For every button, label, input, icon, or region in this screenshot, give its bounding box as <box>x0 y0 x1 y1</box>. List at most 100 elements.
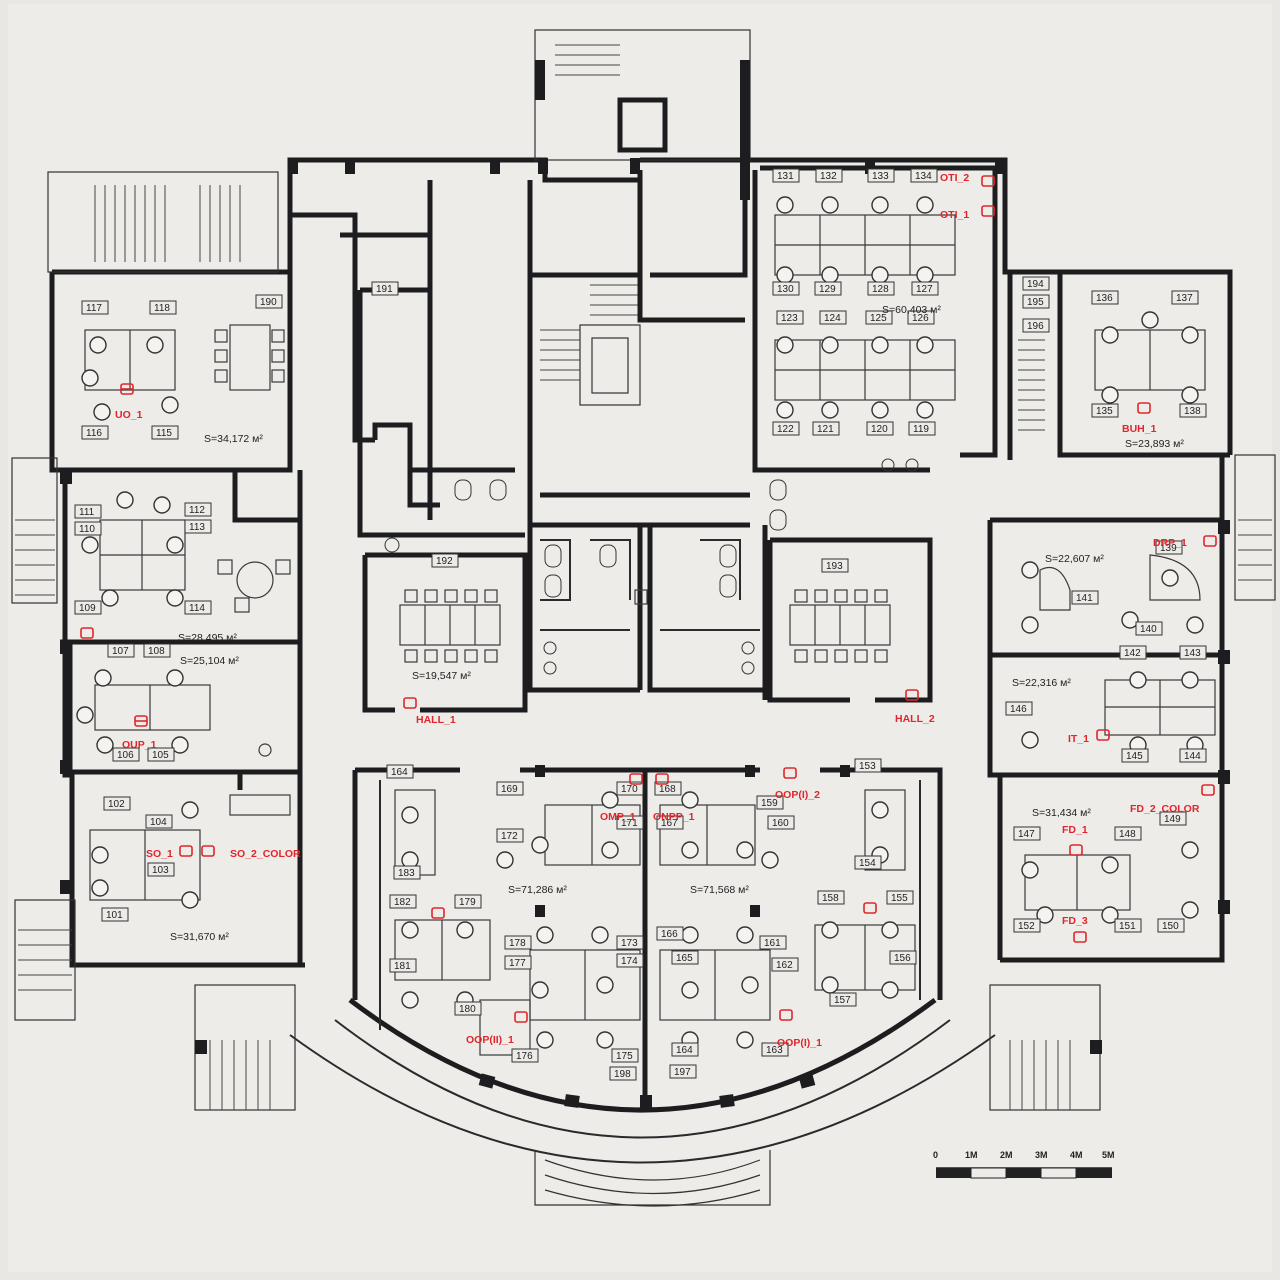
room-tag-frame <box>496 828 524 843</box>
room-number: 152 <box>1018 921 1035 932</box>
room-tag-frame <box>759 935 787 950</box>
room-number: 157 <box>834 995 851 1006</box>
room-tag: 146 <box>1005 701 1033 716</box>
room-tag: 160 <box>767 815 795 830</box>
printer-icon[interactable] <box>431 907 445 919</box>
room-tag: 151 <box>1114 918 1142 933</box>
room-number: 194 <box>1027 279 1044 290</box>
printer-icon[interactable] <box>1201 784 1215 796</box>
room-tag-frame <box>145 814 173 829</box>
room-tag: 150 <box>1157 918 1185 933</box>
room-tag: 101 <box>101 907 129 922</box>
room-tag-frame <box>1022 318 1050 333</box>
room-tag-frame <box>867 168 895 183</box>
printer-icon[interactable] <box>1137 402 1151 414</box>
printer-icon[interactable] <box>1073 931 1087 943</box>
room-number: 193 <box>826 561 843 572</box>
printer-icon[interactable] <box>981 205 995 217</box>
room-tag: 156 <box>889 950 917 965</box>
room-tag-frame <box>1135 621 1163 636</box>
room-tag-frame <box>511 1048 539 1063</box>
room-number: 180 <box>459 1004 476 1015</box>
room-number: 175 <box>616 1051 633 1062</box>
room-number: 150 <box>1162 921 1179 932</box>
room-tag-frame <box>812 421 840 436</box>
room-number: 126 <box>912 313 929 324</box>
printer-icon[interactable] <box>783 767 797 779</box>
room-tag-frame <box>814 281 842 296</box>
room-number: 120 <box>871 424 888 435</box>
room-number: 111 <box>79 507 95 518</box>
printer-icon[interactable] <box>179 845 193 857</box>
room-tag: 116 <box>81 425 109 440</box>
room-tag-frame <box>184 502 212 517</box>
room-tag-frame <box>496 781 524 796</box>
room-number: 171 <box>621 818 638 829</box>
printer-markers: UO_1 OUP_1 SO_1 SO_2_COLOR HALL_1 HALL_2… <box>80 172 1217 1049</box>
printer-icon[interactable] <box>1096 729 1110 741</box>
area-label: S=31,434 м² <box>1032 807 1091 819</box>
room-tag: 122 <box>772 421 800 436</box>
room-tag: 198 <box>609 1066 637 1081</box>
room-tag: 102 <box>103 796 131 811</box>
room-tag: 191 <box>371 281 399 296</box>
room-tag-frame <box>616 935 644 950</box>
printer-label: SO_1 <box>146 848 173 860</box>
room-number: 190 <box>260 297 277 308</box>
printer-icon[interactable] <box>201 845 215 857</box>
room-number: 183 <box>398 868 415 879</box>
printer-icon[interactable] <box>1069 844 1083 856</box>
room-tag: 164 <box>671 1042 699 1057</box>
room-number: 133 <box>872 171 889 182</box>
printer-icon[interactable] <box>629 773 643 785</box>
room-tag-frame <box>656 926 684 941</box>
printer-icon[interactable] <box>1203 535 1217 547</box>
room-number: 136 <box>1096 293 1113 304</box>
printer-icon[interactable] <box>863 902 877 914</box>
room-tag-frame <box>1179 645 1207 660</box>
room-tag: 173 <box>616 935 644 950</box>
sanitary-fixtures <box>384 458 919 675</box>
room-number: 191 <box>376 284 393 295</box>
room-number: 106 <box>117 750 134 761</box>
room-number: 118 <box>154 303 170 314</box>
printer-icon[interactable] <box>120 383 134 395</box>
printer-icon[interactable] <box>134 715 148 727</box>
room-tag: 183 <box>393 865 421 880</box>
room-number: 145 <box>1126 751 1143 762</box>
room-number: 125 <box>870 313 887 324</box>
room-tag: 118 <box>149 300 177 315</box>
printer-label: BUH_1 <box>1122 423 1157 435</box>
room-tag: 181 <box>389 958 417 973</box>
printer-label: UO_1 <box>115 409 143 421</box>
room-tag: 169 <box>496 781 524 796</box>
room-number: 165 <box>676 953 693 964</box>
room-number: 137 <box>1176 293 1193 304</box>
printer-label: OOP(I)_2 <box>775 789 820 801</box>
area-label: S=60,403 м² <box>882 304 941 316</box>
room-number: 128 <box>872 284 889 295</box>
room-number: 127 <box>916 284 933 295</box>
room-tag: 154 <box>854 855 882 870</box>
room-number: 182 <box>394 897 411 908</box>
room-tag: 126 <box>907 310 935 325</box>
room-tag: 107 <box>107 643 135 658</box>
printer-icon[interactable] <box>779 1009 793 1021</box>
room-tag: 138 <box>1179 403 1207 418</box>
room-tag-frame <box>772 281 800 296</box>
printer-icon[interactable] <box>905 689 919 701</box>
room-tag-frame <box>147 747 175 762</box>
printer-label: OTI_2 <box>940 172 969 184</box>
room-number: 141 <box>1076 593 1093 604</box>
printer-icon[interactable] <box>80 627 94 639</box>
printer-icon[interactable] <box>655 773 669 785</box>
printer-icon[interactable] <box>514 1011 528 1023</box>
room-tag: 123 <box>776 310 804 325</box>
room-tag: 134 <box>910 168 938 183</box>
room-tag-frame <box>431 553 459 568</box>
room-tag: 143 <box>1179 645 1207 660</box>
printer-icon[interactable] <box>403 697 417 709</box>
room-tag-frame <box>761 1042 789 1057</box>
printer-icon[interactable] <box>981 175 995 187</box>
